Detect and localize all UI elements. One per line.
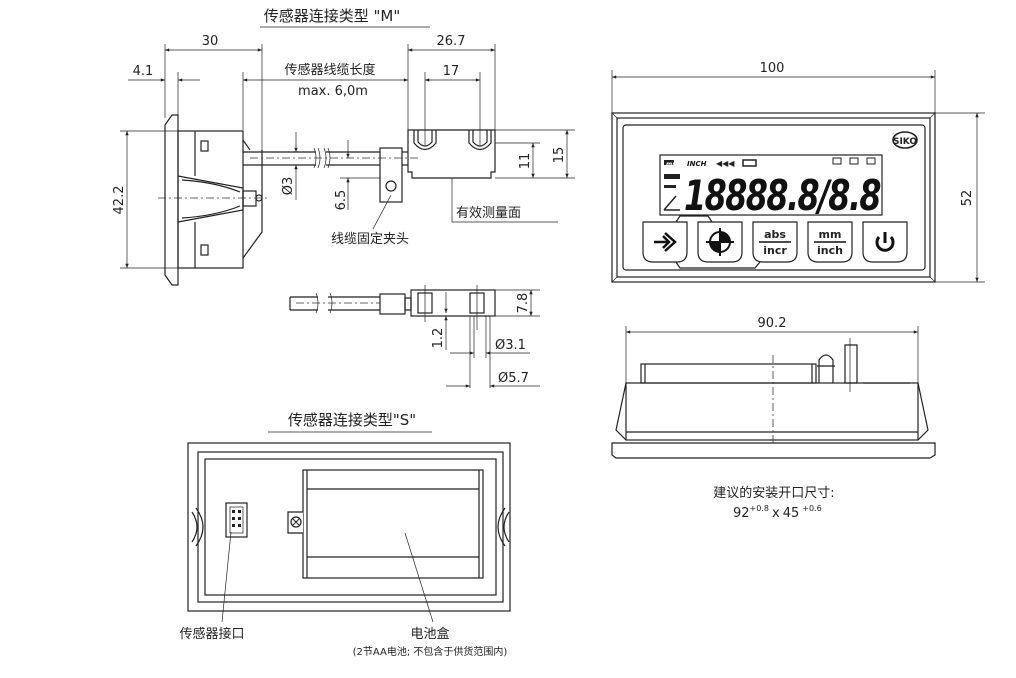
clamp-leader: [372, 194, 392, 230]
dim-7-8: 7.8: [516, 293, 531, 314]
lcd-unit-inch: INCH: [687, 160, 707, 168]
bezel-corners: [611, 112, 936, 283]
lcd-indicator-boxes: [832, 157, 876, 165]
screw-cross: [292, 518, 300, 526]
battery-compartment: [287, 469, 484, 579]
cutout-width: 92: [733, 506, 750, 521]
extension-lines: [164, 44, 496, 150]
dim-26-7: 26.7: [437, 34, 466, 49]
measuring-surface-leader: [451, 178, 558, 223]
abs-label: abs: [764, 228, 786, 241]
button-group-bracket-bottom: [675, 261, 761, 269]
inch-label: inch: [817, 244, 843, 257]
dim-d5-7: Ø5.7: [498, 371, 529, 386]
abs-incr-button[interactable]: abs incr: [752, 221, 798, 263]
battery-icon: [742, 159, 757, 167]
dim-30: 30: [202, 34, 219, 49]
display-side-view: [158, 114, 270, 286]
incr-label: incr: [763, 244, 787, 257]
dim-15: 15: [552, 147, 567, 164]
dim-4-1: 4.1: [133, 64, 154, 79]
dim-d3: Ø3: [281, 177, 296, 196]
cutout-label: 建议的安装开口尺寸:: [713, 485, 834, 501]
button-group-bracket-top: [675, 215, 713, 223]
power-button[interactable]: [862, 221, 908, 263]
lcd-digits: 18888.8/8.8: [684, 171, 881, 220]
dim-52: 52: [960, 190, 975, 207]
battery-leader: [404, 532, 434, 623]
front-view: 100 52 SIKO mm INCH ◀◀◀ 18888.8/8.8: [611, 61, 985, 283]
cutout-height-tol: +0.6: [802, 504, 821, 513]
mm-inch-button[interactable]: mm inch: [807, 221, 853, 263]
cutout-height: 45: [783, 506, 800, 521]
measuring-surface-label: 有效测量面: [456, 206, 521, 221]
reference-button[interactable]: [697, 221, 743, 263]
sensor-head: [407, 129, 496, 179]
dim-90-2: 90.2: [758, 316, 787, 331]
connector-leader: [221, 531, 232, 623]
clip-right: [497, 507, 510, 547]
lcd-minus: [664, 185, 676, 188]
siko-logo: SIKO: [892, 131, 918, 149]
battery-label: 电池盒: [410, 626, 449, 642]
screw-icon: [290, 516, 302, 528]
lcd-angle-icon: [663, 195, 680, 211]
dim-d3-1: Ø3.1: [495, 338, 526, 353]
dim-1-2: 1.2: [431, 328, 446, 349]
front-panel: [622, 124, 926, 271]
lcd-unit-mm: mm: [666, 161, 679, 168]
lcd-rewind-icon: ◀◀◀: [716, 159, 735, 168]
cable-clamp: [379, 147, 403, 203]
cutout-width-tol: +0.8: [750, 504, 769, 513]
dim-6-5: 6.5: [334, 190, 349, 211]
cable-length-value: max. 6,0m: [298, 84, 368, 99]
lcd-display: mm INCH ◀◀◀ 18888.8/8.8: [659, 154, 883, 220]
clip-left: [191, 507, 204, 547]
sensor-s-title: 传感器连接类型"S": [288, 411, 416, 429]
power-icon: [875, 232, 895, 252]
sensor-cable: [243, 147, 420, 169]
sensor-side-view: [289, 285, 496, 330]
cable-clamp-label: 线缆固定夹头: [331, 231, 409, 247]
enter-arrow-icon: [654, 232, 677, 252]
dim-17: 17: [443, 64, 460, 79]
bezel: [616, 117, 931, 278]
sensor-m-section: 传感器连接类型 "M" 30 4.1 传感器线缆长度 max. 6,0m 26.…: [112, 7, 575, 388]
sensor-connector: [225, 502, 248, 538]
battery-note: (2节AA电池; 不包含于供货范围内): [353, 645, 508, 658]
cable-length-label: 传感器线缆长度: [284, 62, 375, 78]
mm-label: mm: [819, 228, 842, 241]
rear-housing: [187, 442, 511, 612]
dim-11: 11: [518, 153, 533, 170]
lcd-bar: [664, 174, 680, 179]
housing-outer: [611, 112, 936, 283]
connector-label: 传感器接口: [179, 626, 244, 642]
sensor-m-title: 传感器连接类型 "M": [264, 7, 401, 25]
svg-text:SIKO: SIKO: [893, 137, 917, 147]
enter-button[interactable]: [642, 221, 688, 263]
cutout-x: x: [772, 506, 780, 521]
crosshair-icon: [706, 228, 734, 256]
dim-100: 100: [760, 61, 785, 76]
dim-42-2: 42.2: [112, 186, 127, 215]
sensor-s-section: 传感器连接类型"S" 传感器接口 电池盒 (2节AA电池; 不包含于供货范围内): [179, 411, 511, 658]
